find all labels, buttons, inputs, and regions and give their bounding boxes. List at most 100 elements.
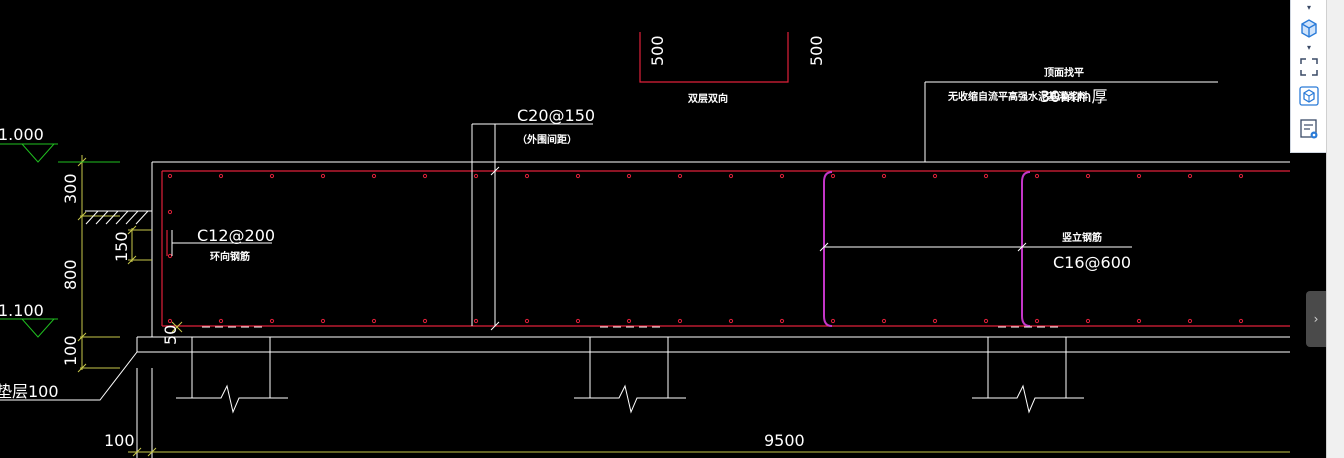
rebar-dot-top-21	[1238, 173, 1244, 179]
rebar-dot-top-19	[1136, 173, 1142, 179]
hatch-5	[125, 210, 139, 225]
stirrups: 竖立钢筋 C16@600	[819, 171, 1132, 327]
ground-hatch	[85, 210, 152, 225]
dim-9500-tick-2	[147, 447, 157, 457]
rebar-dots-bottom	[167, 318, 1244, 324]
rebar-dot-top-12	[779, 173, 785, 179]
rebar-dot-top-8	[575, 173, 581, 179]
c12-note: 环向钢筋	[210, 250, 250, 263]
hexagon-view-icon[interactable]	[1297, 84, 1321, 108]
pile-outline-1	[176, 337, 288, 414]
dim-800: 800	[61, 259, 80, 290]
rebar-dot-left-2	[167, 253, 173, 259]
rebar-dot-bottom-5	[422, 318, 428, 324]
dim-50: 50	[161, 325, 180, 345]
stirrup-1	[823, 171, 833, 327]
rebar-dot-top-11	[728, 173, 734, 179]
rebar-dot-left-1	[167, 209, 173, 215]
rebar-dot-top-16	[983, 173, 989, 179]
rebar-dot-bottom-4	[371, 318, 377, 324]
chevron-right-icon: ›	[1313, 312, 1319, 326]
left-dimensions: 300 800 100 150 50	[61, 155, 183, 373]
dim-9500: 9500	[764, 431, 805, 450]
stirrup-tick-2	[1017, 242, 1027, 252]
cube-view-caret-icon[interactable]: ▾	[1306, 43, 1311, 52]
rebar-dot-top-13	[830, 173, 836, 179]
rebar-dot-bottom-20	[1187, 318, 1193, 324]
rebar-dot-top-20	[1187, 173, 1193, 179]
dim-500-left: 500	[648, 35, 667, 66]
rebar-dot-bottom-17	[1034, 318, 1040, 324]
rebar-dot-top-9	[626, 173, 632, 179]
rebar-dot-top-14	[881, 173, 887, 179]
rebar-dot-bottom-21	[1238, 318, 1244, 324]
box-select-icon[interactable]	[1297, 55, 1321, 79]
c20-tick-bottom	[490, 321, 500, 331]
cad-drawing-canvas[interactable]: 500 500 双层双向 顶面找平 无收缩自流平高强水泥基灌浆料 30mm厚	[0, 0, 1290, 458]
stirrup-tick-1	[819, 242, 829, 252]
dim-300: 300	[61, 173, 80, 204]
dim-500-right: 500	[807, 35, 826, 66]
rebar-dot-top-15	[932, 173, 938, 179]
elev-bottom-value: 1.100	[0, 301, 44, 320]
rebar-dot-bottom-14	[881, 318, 887, 324]
dim-150-tick-bottom	[127, 255, 137, 265]
dim-100-bottom: 100	[104, 431, 135, 450]
hatch-2	[95, 210, 109, 225]
double-layer-label: 双层双向	[688, 92, 728, 105]
c12-leader: C12@200 环向钢筋	[166, 226, 275, 263]
rebar-dot-top-10	[677, 173, 683, 179]
elev-top-triangle	[20, 143, 56, 163]
cube-view-icon[interactable]	[1297, 16, 1321, 40]
rebar-dot-top-18	[1085, 173, 1091, 179]
layer-settings-icon[interactable]	[1297, 117, 1321, 141]
c20-tick-top	[490, 166, 500, 176]
view-toolbar: ▾ ▾	[1290, 0, 1327, 153]
rebar-dot-bottom-11	[728, 318, 734, 324]
side-panel-toggle[interactable]: ›	[1306, 291, 1326, 347]
pile-1	[176, 326, 288, 414]
stud-title: 竖立钢筋	[1062, 231, 1102, 244]
dim-tick-368	[77, 363, 87, 373]
elevation-top: 1.000	[0, 125, 120, 163]
dim-9500-tick-1	[132, 447, 142, 457]
hatch-1	[85, 210, 99, 225]
hatch-4	[115, 210, 129, 225]
hatch-3	[105, 210, 119, 225]
rebar-dot-bottom-7	[524, 318, 530, 324]
toolbar-top-caret-icon[interactable]: ▾	[1306, 3, 1311, 12]
double-layer-rebar-outline	[639, 32, 789, 83]
c20-spec: C20@150	[517, 106, 595, 125]
piles	[176, 326, 1084, 414]
surface-title: 顶面找平	[1044, 66, 1084, 79]
surface-thickness: 30mm厚	[1040, 87, 1108, 106]
hatch-6	[135, 210, 149, 225]
rebar-dot-top-4	[371, 173, 377, 179]
rebar-dot-bottom-0	[167, 318, 173, 324]
rebar-dot-bottom-19	[1136, 318, 1142, 324]
c16-spec: C16@600	[1053, 253, 1131, 272]
elevation-bottom: 1.100	[0, 301, 58, 338]
c20-note: （外围间距）	[517, 133, 577, 146]
pile-outline-2	[574, 337, 686, 414]
double-layer-detail: 500 500 双层双向	[639, 32, 826, 105]
cushion-label: 垫层100	[0, 382, 59, 401]
rebar-dot-top-17	[1034, 173, 1040, 179]
dim-150-tick-top	[127, 225, 137, 235]
elev-top-value: 1.000	[0, 125, 44, 144]
pile-2	[574, 326, 686, 414]
rebar-dot-bottom-6	[473, 318, 479, 324]
surface-leader: 顶面找平 无收缩自流平高强水泥基灌浆料 30mm厚	[924, 66, 1218, 162]
right-scroll-strip[interactable]	[1326, 0, 1344, 458]
c20-leader: C20@150 （外围间距）	[471, 106, 595, 331]
rebar-dot-top-7	[524, 173, 530, 179]
pile-outline-3	[972, 337, 1084, 414]
dim-tick-216	[77, 211, 87, 221]
bottom-dimension: 100 9500	[104, 431, 1290, 457]
rebar-dot-bottom-18	[1085, 318, 1091, 324]
dim-150: 150	[112, 231, 131, 262]
rebar-dot-bottom-1	[218, 318, 224, 324]
rebar-dot-top-2	[269, 173, 275, 179]
rebar-frame	[161, 170, 1290, 327]
